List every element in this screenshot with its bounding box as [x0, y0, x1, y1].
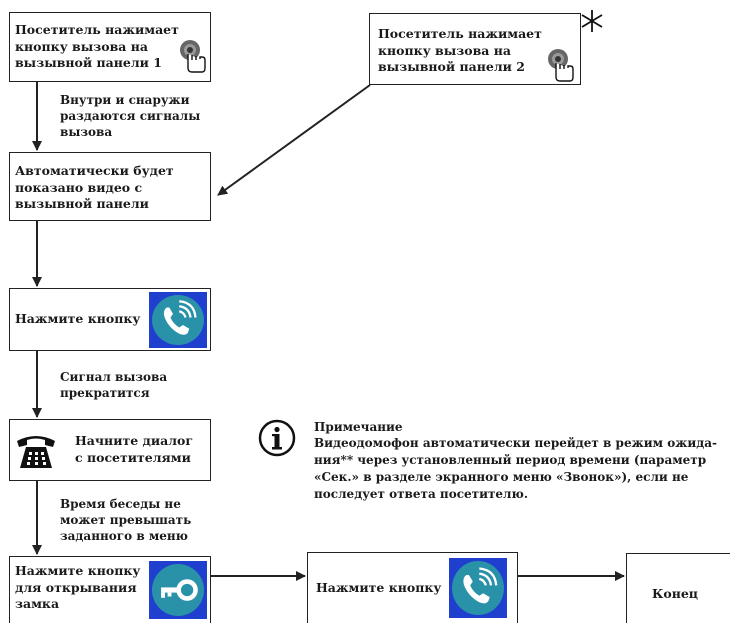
step-text: Нажмите кнопку	[15, 311, 141, 326]
step-text: Начните диалог с посетителями	[75, 433, 194, 465]
step-end: Конец	[626, 553, 730, 623]
step-press-end-button: Нажмите кнопку	[307, 552, 518, 623]
note-talk-time: Время беседы не может превышать заданног…	[60, 497, 192, 543]
telephone-icon	[17, 436, 55, 468]
step-open-lock: Нажмите кнопку для открывания замка	[9, 556, 211, 623]
end-call-button-icon	[449, 558, 507, 618]
step-text: Нажмите кнопку	[316, 580, 442, 595]
step-auto-video: Автоматически будет показано видео с выз…	[9, 152, 211, 221]
touch-button-icon	[180, 40, 206, 73]
step-text: Нажмите кнопку для открывания замка	[15, 563, 141, 611]
remark-title: Примечание	[314, 420, 403, 434]
step-press-answer-button: Нажмите кнопку	[9, 288, 211, 351]
arrow-panel2-to-video	[217, 84, 371, 196]
asterisk-icon	[581, 10, 603, 32]
step-start-dialog: Начните диалог с посетителями	[9, 419, 211, 481]
unlock-button-icon	[149, 561, 207, 619]
step-text: Посетитель нажимает кнопку вызова на выз…	[15, 22, 179, 70]
step-visitor-press-panel-2: Посетитель нажимает кнопку вызова на выз…	[369, 13, 581, 85]
step-text: Посетитель нажимает кнопку вызова на выз…	[378, 26, 542, 74]
answer-button-icon	[149, 292, 207, 348]
phone-call-icon	[163, 300, 197, 335]
step-text: Автоматически будет показано видео с выз…	[15, 163, 174, 211]
touch-button-icon	[548, 49, 574, 82]
remark-body: Видеодомофон автоматически перейдет в ре…	[314, 436, 717, 501]
step-visitor-press-panel-1: Посетитель нажимает кнопку вызова на выз…	[9, 12, 211, 82]
note-signal-stops: Сигнал вызова прекратится	[60, 370, 168, 400]
phone-call-icon	[463, 567, 498, 604]
note-call-signals: Внутри и снаружи раздаются сигналы вызов…	[60, 93, 201, 139]
key-icon	[161, 579, 198, 601]
step-text: Конец	[652, 586, 699, 601]
info-icon	[258, 419, 296, 457]
